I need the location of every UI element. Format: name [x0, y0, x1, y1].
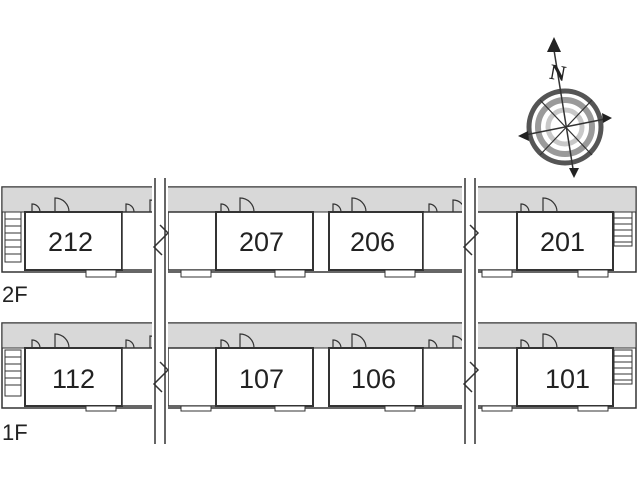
unit-number-107: 107	[239, 364, 284, 394]
unit-hidden-1f-c	[422, 347, 466, 407]
compass-ring-mid	[535, 97, 595, 157]
unit-212: 212	[24, 211, 123, 271]
east-arrow-icon	[602, 113, 612, 123]
balcony-box	[384, 405, 416, 412]
floor-1f: 112 107 106 101	[1, 322, 637, 445]
stairs-east-2f	[613, 211, 633, 247]
unit-112: 112	[24, 347, 123, 407]
balcony-box	[274, 405, 306, 412]
unit-hidden-1f-b	[167, 347, 217, 407]
balcony-box	[85, 405, 117, 412]
unit-number-201: 201	[540, 227, 585, 257]
unit-number-106: 106	[351, 364, 396, 394]
floor-label-1f: 1F	[2, 420, 28, 445]
balcony-box	[577, 405, 609, 412]
unit-106: 106	[328, 347, 424, 407]
balcony-box	[577, 269, 609, 278]
door-swing-icons-2f	[31, 197, 558, 213]
balcony-box	[85, 269, 117, 278]
compass-needle-north-south	[553, 49, 575, 176]
unit-number-207: 207	[239, 227, 284, 257]
balcony-box	[481, 269, 513, 278]
south-arrow-icon	[569, 168, 579, 178]
corridor-2f	[1, 186, 637, 213]
unit-201: 201	[516, 211, 614, 271]
unit-207: 207	[215, 211, 314, 271]
unit-hidden-2f-c	[422, 211, 466, 271]
balcony-box	[384, 269, 416, 278]
unit-hidden-1f-d	[471, 347, 518, 407]
unit-number-206: 206	[350, 227, 395, 257]
balcony-box	[180, 269, 212, 278]
unit-number-212: 212	[48, 227, 93, 257]
unit-number-112: 112	[52, 364, 95, 394]
break-line-east	[462, 178, 480, 444]
compass-needle-diagonal-b	[539, 99, 593, 156]
balcony-box	[274, 269, 306, 278]
north-arrow-icon	[547, 37, 561, 52]
break-line-west	[152, 178, 170, 444]
floor-2f: 212 207 206 201	[1, 186, 637, 307]
unit-hidden-2f-b	[167, 211, 217, 271]
floor-label-2f: 2F	[2, 282, 28, 307]
west-arrow-icon	[518, 131, 529, 141]
unit-107: 107	[215, 347, 314, 407]
unit-101: 101	[516, 347, 614, 407]
north-label: N	[548, 59, 568, 86]
stairs-east-1f	[613, 349, 633, 385]
unit-206: 206	[328, 211, 424, 271]
stairs-west-2f	[4, 211, 22, 263]
stairs-west-1f	[4, 349, 22, 397]
compass-ring-inner	[545, 107, 585, 147]
unit-hidden-2f-d	[471, 211, 518, 271]
corridor-1f	[1, 322, 637, 349]
compass-ring-outer	[526, 88, 604, 166]
balcony-box	[180, 405, 212, 412]
unit-number-101: 101	[545, 364, 590, 394]
compass-rose: N	[518, 37, 612, 178]
balcony-box	[481, 405, 513, 412]
